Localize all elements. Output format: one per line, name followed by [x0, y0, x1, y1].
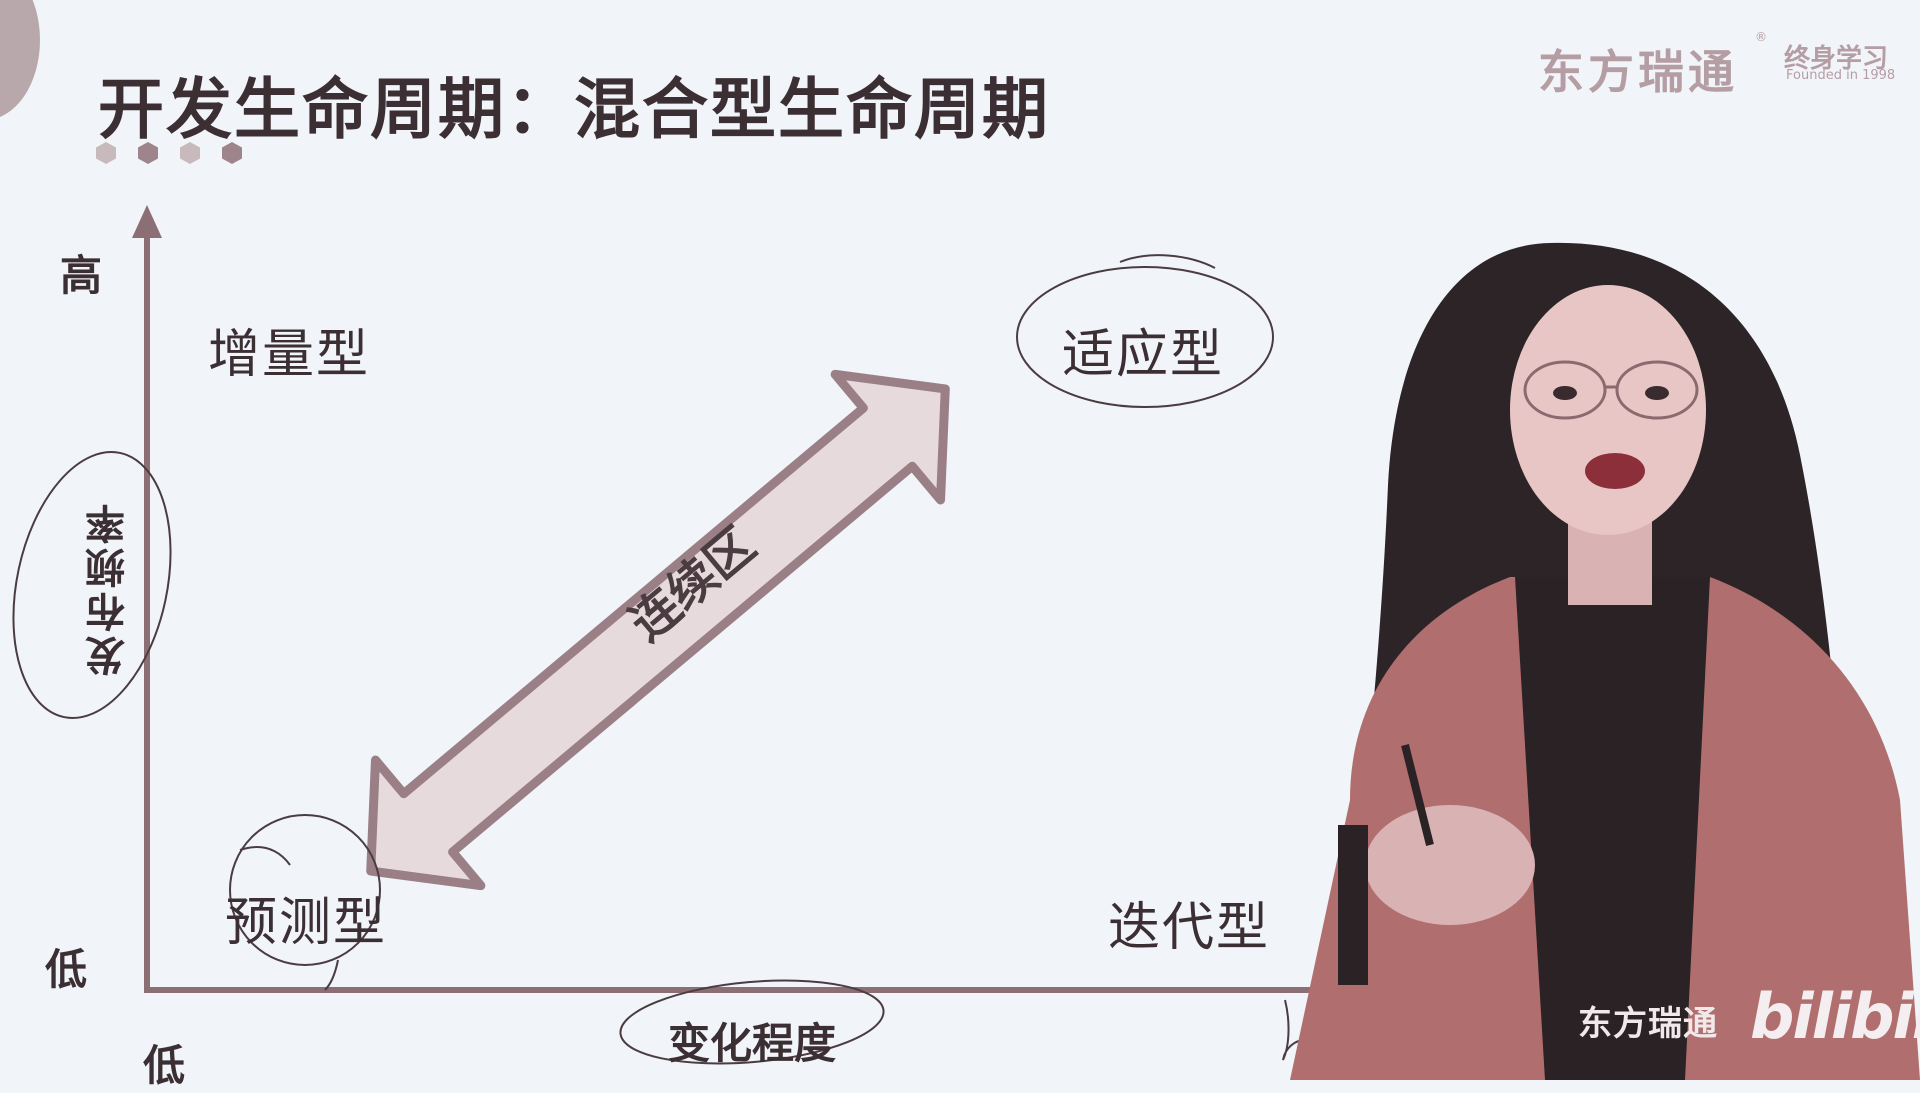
circle-annotation-predictive [229, 814, 381, 966]
y-axis-arrowhead [132, 205, 162, 238]
watermark-brand: 东方瑞通 [1578, 1004, 1718, 1044]
x-axis-low-label: 低 [143, 1041, 186, 1090]
brand-logo: 东方瑞通 [1538, 45, 1738, 99]
circle-annotation-y-label [12, 451, 172, 719]
continuum-arrow [366, 369, 950, 891]
y-axis-low-label: 低 [45, 945, 88, 994]
check-annotation [1282, 999, 1306, 1061]
zone-predictive: 预测型 [225, 893, 388, 953]
zone-adaptive: 适应型 [1062, 325, 1225, 385]
page-title: 开发生命周期：混合型生命周期 [98, 71, 1050, 148]
title-decoration [96, 142, 242, 164]
zone-incremental: 增量型 [208, 325, 371, 385]
y-axis-title: 发布频率 [86, 500, 132, 676]
zone-iterative: 迭代型 [1108, 898, 1271, 958]
stroke-annotation [324, 959, 339, 991]
bilibili-logo: bilibili [1750, 980, 1920, 1053]
hexagon-icon [96, 142, 116, 164]
presenter-image [1290, 242, 1920, 1080]
stroke-annotation [1119, 254, 1216, 269]
hexagon-icon [222, 142, 242, 164]
x-axis-title: 变化程度 [668, 1019, 837, 1068]
stroke-annotation [239, 846, 291, 866]
circle-annotation-x-label [619, 979, 885, 1065]
hexagon-icon [138, 142, 158, 164]
brand-since: Founded in 1998 [1786, 68, 1896, 83]
hexagon-icon [180, 142, 200, 164]
brand-subtitle: 终身学习 [1784, 44, 1889, 74]
registered-mark: ® [1755, 30, 1767, 44]
y-axis-high-label: 高 [60, 251, 103, 300]
circle-annotation-adaptive [1016, 266, 1274, 408]
